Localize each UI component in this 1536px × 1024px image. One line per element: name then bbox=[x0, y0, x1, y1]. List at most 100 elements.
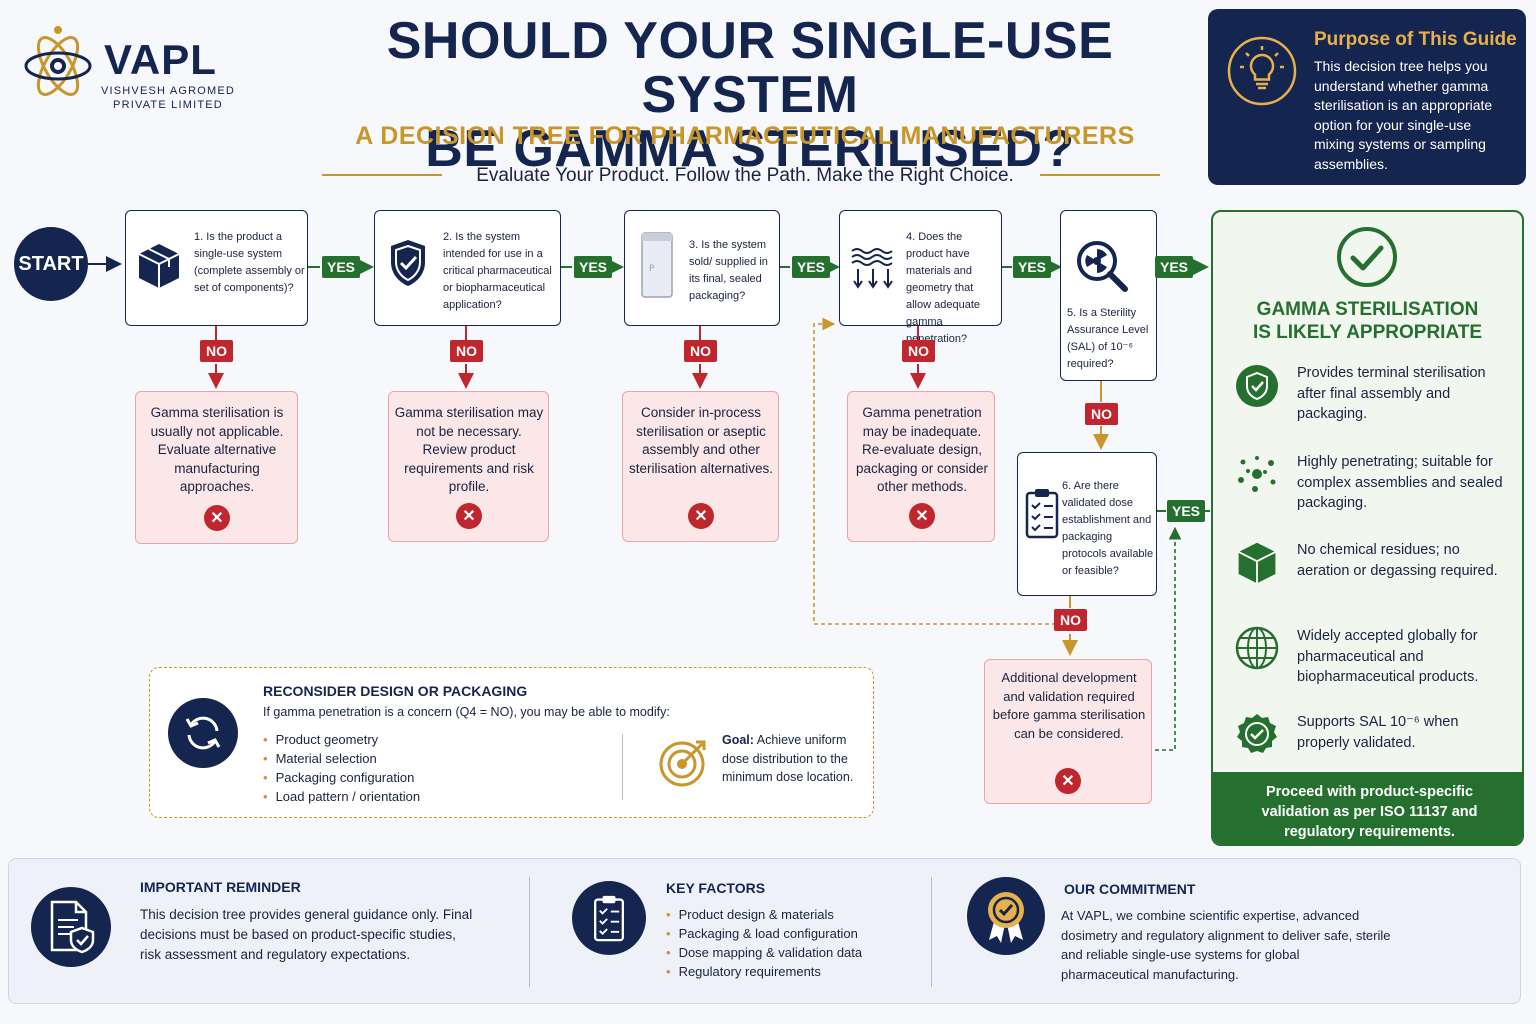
atom-logo-icon bbox=[22, 24, 94, 108]
document-shield-icon bbox=[31, 887, 111, 967]
tagline-rule-left bbox=[322, 174, 442, 176]
benefit-1: Provides terminal sterilisation after fi… bbox=[1297, 365, 1486, 422]
question-2-box: 2. Is the system intended for use in a c… bbox=[374, 210, 561, 326]
yes-label-4: YES bbox=[1013, 256, 1052, 278]
purpose-panel: Purpose of This Guide This decision tree… bbox=[1208, 9, 1526, 185]
reconsider-title: RECONSIDER DESIGN OR PACKAGING bbox=[263, 683, 528, 699]
reconsider-goal: Goal: Achieve uniform dose distribution … bbox=[722, 731, 862, 787]
factors-title: KEY FACTORS bbox=[666, 880, 766, 896]
question-3-text: 3. Is the system sold/ supplied in its f… bbox=[689, 239, 768, 302]
award-ribbon-icon bbox=[967, 877, 1045, 955]
no-label-1: NO bbox=[200, 340, 233, 362]
sealed-bag-icon: P bbox=[639, 227, 675, 306]
question-3-box: P 3. Is the system sold/ supplied in its… bbox=[624, 210, 780, 326]
no-label-2: NO bbox=[450, 340, 483, 362]
lightbulb-icon bbox=[1226, 35, 1298, 107]
benefit-2: Highly penetrating; suitable for complex… bbox=[1297, 454, 1503, 511]
goal-label: Goal: bbox=[722, 733, 754, 747]
tagline: Evaluate Your Product. Follow the Path. … bbox=[476, 165, 1014, 186]
question-6-text: 6. Are there validated dose establishmen… bbox=[1062, 480, 1154, 577]
box-icon bbox=[1235, 540, 1279, 591]
question-4-text: 4. Does the product have materials and g… bbox=[906, 231, 981, 345]
question-5-text: 5. Is a Sterility Assurance Level (SAL) … bbox=[1067, 307, 1149, 370]
page-subtitle: A DECISION TREE FOR PHARMACEUTICAL MANUF… bbox=[355, 122, 1135, 150]
radiation-waves-icon bbox=[850, 245, 896, 296]
certified-badge-icon bbox=[1235, 712, 1279, 761]
tagline-rule-right bbox=[1040, 174, 1160, 176]
clipboard-checklist-icon bbox=[1024, 487, 1060, 544]
list-item: Packaging configuration bbox=[263, 768, 420, 787]
result-title-line1: GAMMA STERILISATION bbox=[1256, 299, 1479, 320]
yes-label-2: YES bbox=[574, 256, 613, 278]
yes-label-6: YES bbox=[1167, 500, 1206, 522]
result-title: GAMMA STERILISATION IS LIKELY APPROPRIAT… bbox=[1213, 298, 1522, 344]
list-item: Dose mapping & validation data bbox=[666, 943, 863, 962]
list-item: Material selection bbox=[263, 749, 420, 768]
reconsider-list: Product geometry Material selection Pack… bbox=[263, 730, 421, 806]
list-item: Product geometry bbox=[263, 730, 420, 749]
clipboard-checklist-icon bbox=[572, 881, 646, 955]
commitment-text: At VAPL, we combine scientific expertise… bbox=[1061, 908, 1391, 982]
question-4-box: 4. Does the product have materials and g… bbox=[839, 210, 1002, 345]
list-item: Load pattern / orientation bbox=[263, 787, 421, 806]
x-icon: ✕ bbox=[204, 505, 230, 531]
result-title-line2: IS LIKELY APPROPRIATE bbox=[1252, 322, 1483, 343]
commitment-title: OUR COMMITMENT bbox=[1064, 881, 1196, 897]
no-outcome-3-text: Consider in-process sterilisation or ase… bbox=[628, 405, 774, 476]
no-label-6: NO bbox=[1054, 609, 1087, 631]
svg-text:P: P bbox=[649, 264, 655, 274]
logo-name: VAPL bbox=[104, 36, 217, 83]
x-icon: ✕ bbox=[456, 503, 482, 529]
no-label-4: NO bbox=[902, 340, 935, 362]
yes-label-3: YES bbox=[792, 256, 831, 278]
no-outcome-5-text: Additional development and validation re… bbox=[992, 670, 1146, 741]
benefit-3: No chemical residues; no aeration or deg… bbox=[1297, 542, 1498, 579]
question-1-box: 1. Is the product a single-use system (c… bbox=[125, 210, 308, 326]
no-outcome-3: Consider in-process sterilisation or ase… bbox=[622, 391, 779, 542]
no-outcome-2: Gamma sterilisation may not be necessary… bbox=[388, 391, 549, 542]
question-2-text: 2. Is the system intended for use in a c… bbox=[443, 231, 552, 311]
reconsider-divider bbox=[622, 734, 623, 800]
shield-check-icon bbox=[387, 237, 429, 294]
no-outcome-2-text: Gamma sterilisation may not be necessary… bbox=[394, 405, 544, 494]
no-label-3: NO bbox=[684, 340, 717, 362]
x-icon: ✕ bbox=[909, 503, 935, 529]
benefit-5: Supports SAL 10⁻⁶ when properly validate… bbox=[1297, 714, 1459, 751]
list-item: Regulatory requirements bbox=[666, 962, 862, 981]
result-panel: GAMMA STERILISATION IS LIKELY APPROPRIAT… bbox=[1211, 210, 1524, 846]
refresh-cycle-icon bbox=[168, 698, 238, 768]
magnifier-radiation-icon bbox=[1073, 237, 1131, 300]
x-icon: ✕ bbox=[1055, 768, 1081, 794]
purpose-title: Purpose of This Guide bbox=[1314, 29, 1517, 50]
globe-icon bbox=[1235, 626, 1279, 675]
bottom-divider-2 bbox=[931, 877, 932, 987]
yes-label-1: YES bbox=[322, 256, 361, 278]
no-outcome-1-text: Gamma sterilisation is usually not appli… bbox=[150, 405, 284, 494]
no-outcome-4: Gamma penetration may be inadequate. Re-… bbox=[847, 391, 995, 542]
shield-check-icon bbox=[1235, 364, 1279, 413]
purpose-text: This decision tree helps you understand … bbox=[1314, 58, 1493, 172]
page-title-line1: SHOULD YOUR SINGLE-USE SYSTEM bbox=[386, 12, 1114, 124]
page-title: SHOULD YOUR SINGLE-USE SYSTEM BE GAMMA S… bbox=[300, 14, 1200, 176]
target-icon bbox=[658, 736, 710, 793]
list-item: Packaging & load configuration bbox=[666, 924, 862, 943]
no-label-5: NO bbox=[1085, 403, 1118, 425]
benefit-4: Widely accepted globally for pharmaceuti… bbox=[1297, 628, 1479, 685]
reconsider-subtitle: If gamma penetration is a concern (Q4 = … bbox=[263, 705, 670, 719]
box-icon bbox=[136, 241, 182, 296]
question-5-box: 5. Is a Sterility Assurance Level (SAL) … bbox=[1060, 210, 1157, 381]
page-title-line2: BE GAMMA STERILISED? bbox=[425, 120, 1075, 178]
question-6-box: 6. Are there validated dose establishmen… bbox=[1017, 452, 1157, 596]
check-circle-icon bbox=[1336, 226, 1398, 293]
bottom-panel: IMPORTANT REMINDER This decision tree pr… bbox=[8, 858, 1521, 1004]
yes-label-5: YES bbox=[1155, 256, 1194, 278]
bottom-divider-1 bbox=[529, 877, 530, 987]
question-1-text: 1. Is the product a single-use system (c… bbox=[194, 231, 305, 294]
start-node: START bbox=[14, 227, 88, 301]
particles-icon bbox=[1235, 454, 1279, 499]
no-outcome-1: Gamma sterilisation is usually not appli… bbox=[135, 391, 298, 544]
logo-company: VISHVESH AGROMED PRIVATE LIMITED bbox=[100, 84, 236, 112]
x-icon: ✕ bbox=[688, 503, 714, 529]
logo-company-line1: VISHVESH AGROMED bbox=[100, 85, 236, 97]
